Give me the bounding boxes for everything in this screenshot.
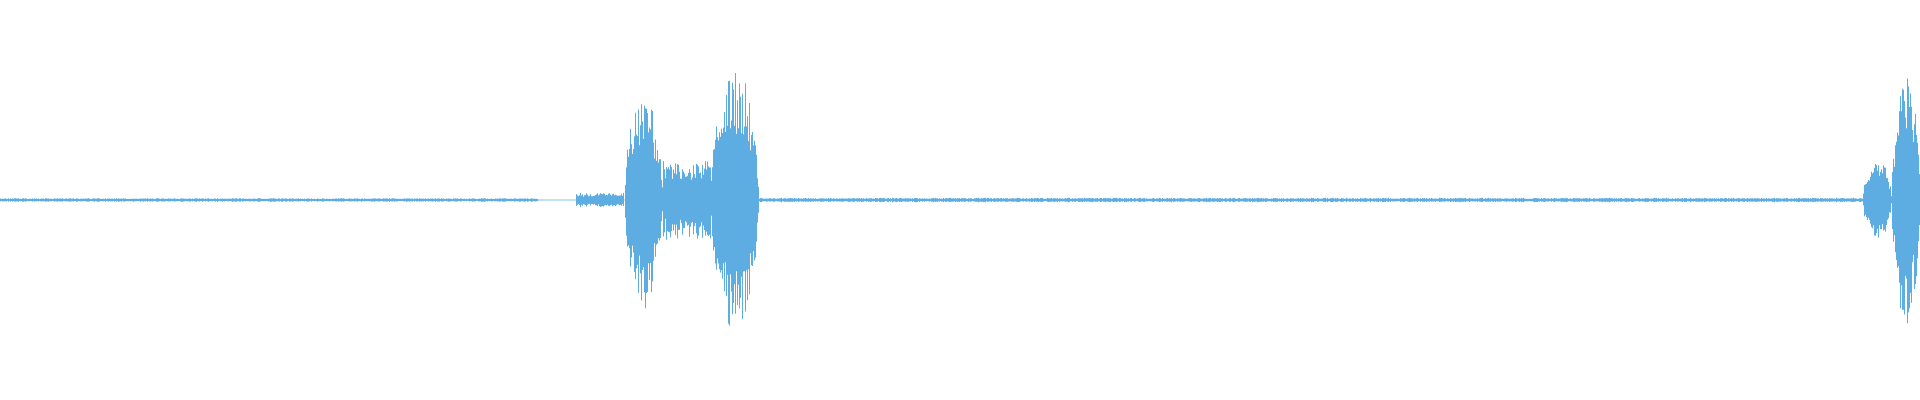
waveform-envelope [0,73,1920,326]
waveform-track [0,73,1920,326]
